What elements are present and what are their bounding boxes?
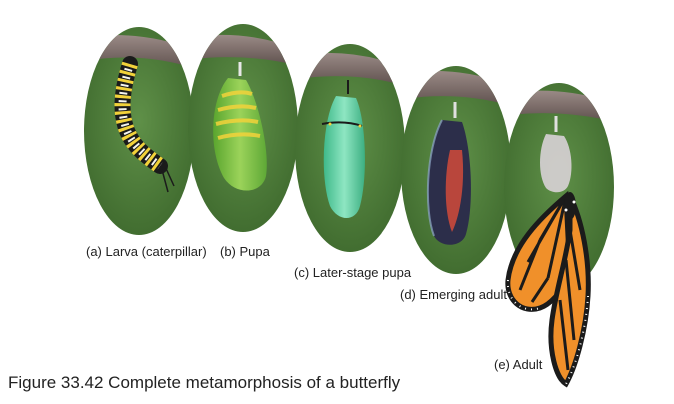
emerging-adult-panel xyxy=(401,66,511,274)
emerging-chrysalis-icon xyxy=(426,102,471,245)
stage-label-pupa: (b) Pupa xyxy=(220,244,270,259)
stage-label-later-stage-pupa: (c) Later-stage pupa xyxy=(294,265,412,280)
figure-caption: Figure 33.42 Complete metamorphosis of a… xyxy=(8,373,401,392)
monarch-butterfly-icon xyxy=(505,190,591,388)
caterpillar-icon xyxy=(114,56,175,193)
stage-label-larva: (a) Larva (caterpillar) xyxy=(86,244,207,259)
empty-chrysalis-icon xyxy=(540,116,572,193)
larva-panel xyxy=(84,27,194,235)
chrysalis-icon xyxy=(321,80,365,218)
stage-label-adult: (e) Adult xyxy=(494,357,543,372)
pupa-panel xyxy=(188,24,298,232)
pupa-icon xyxy=(213,62,267,191)
later-stage-pupa-panel xyxy=(295,44,405,252)
stage-label-emerging-adult: (d) Emerging adult xyxy=(400,287,507,302)
